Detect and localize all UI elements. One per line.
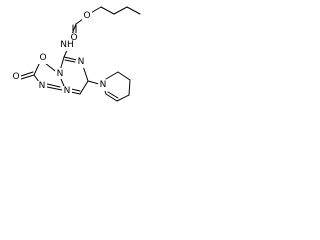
atom-o-ester: O [82, 10, 92, 21]
bond [105, 93, 118, 102]
bond [117, 71, 131, 81]
bond [100, 6, 115, 15]
atom-n-pyrimidine-bottom: N [62, 86, 72, 97]
atom-label: N [39, 81, 46, 91]
atom-label: O [83, 11, 90, 21]
bond [82, 65, 89, 82]
bond [105, 71, 119, 80]
atom-n-bridge: N [55, 68, 65, 79]
bond [128, 79, 131, 96]
atom-o-ring: O [38, 53, 48, 64]
chemical-structure: O O NH N O O N [11, 6, 141, 102]
bond [64, 59, 76, 63]
atom-label: N [100, 80, 107, 90]
molecule-diagram: O O NH N O O N [0, 0, 160, 132]
atom-label: NH [60, 40, 74, 50]
atom-label: O [12, 72, 19, 82]
bond [126, 6, 141, 15]
bond [33, 61, 41, 76]
bond [107, 91, 119, 99]
bond [75, 18, 84, 25]
bond [113, 6, 128, 15]
atom-o-carbonyl: O [69, 33, 79, 44]
atom-n-oxadiazole: N [37, 81, 47, 92]
atom-labels: O O NH N O O N [11, 10, 108, 97]
atom-label: O [70, 33, 77, 43]
atom-o-oxo: O [11, 72, 21, 83]
bond [87, 80, 100, 85]
bond [20, 71, 34, 77]
atom-n-pyrimidine-top: N [76, 57, 86, 68]
bond [79, 80, 89, 95]
bond [20, 74, 35, 80]
atom-n-tetrahydropyridine: N [98, 80, 108, 91]
atom-label: N [64, 86, 71, 96]
atom-label: N [57, 69, 64, 79]
bond [63, 56, 78, 61]
atom-nh: NH [59, 40, 75, 51]
bond [116, 94, 130, 102]
atom-label: N [78, 57, 85, 67]
atom-label: O [39, 53, 46, 63]
